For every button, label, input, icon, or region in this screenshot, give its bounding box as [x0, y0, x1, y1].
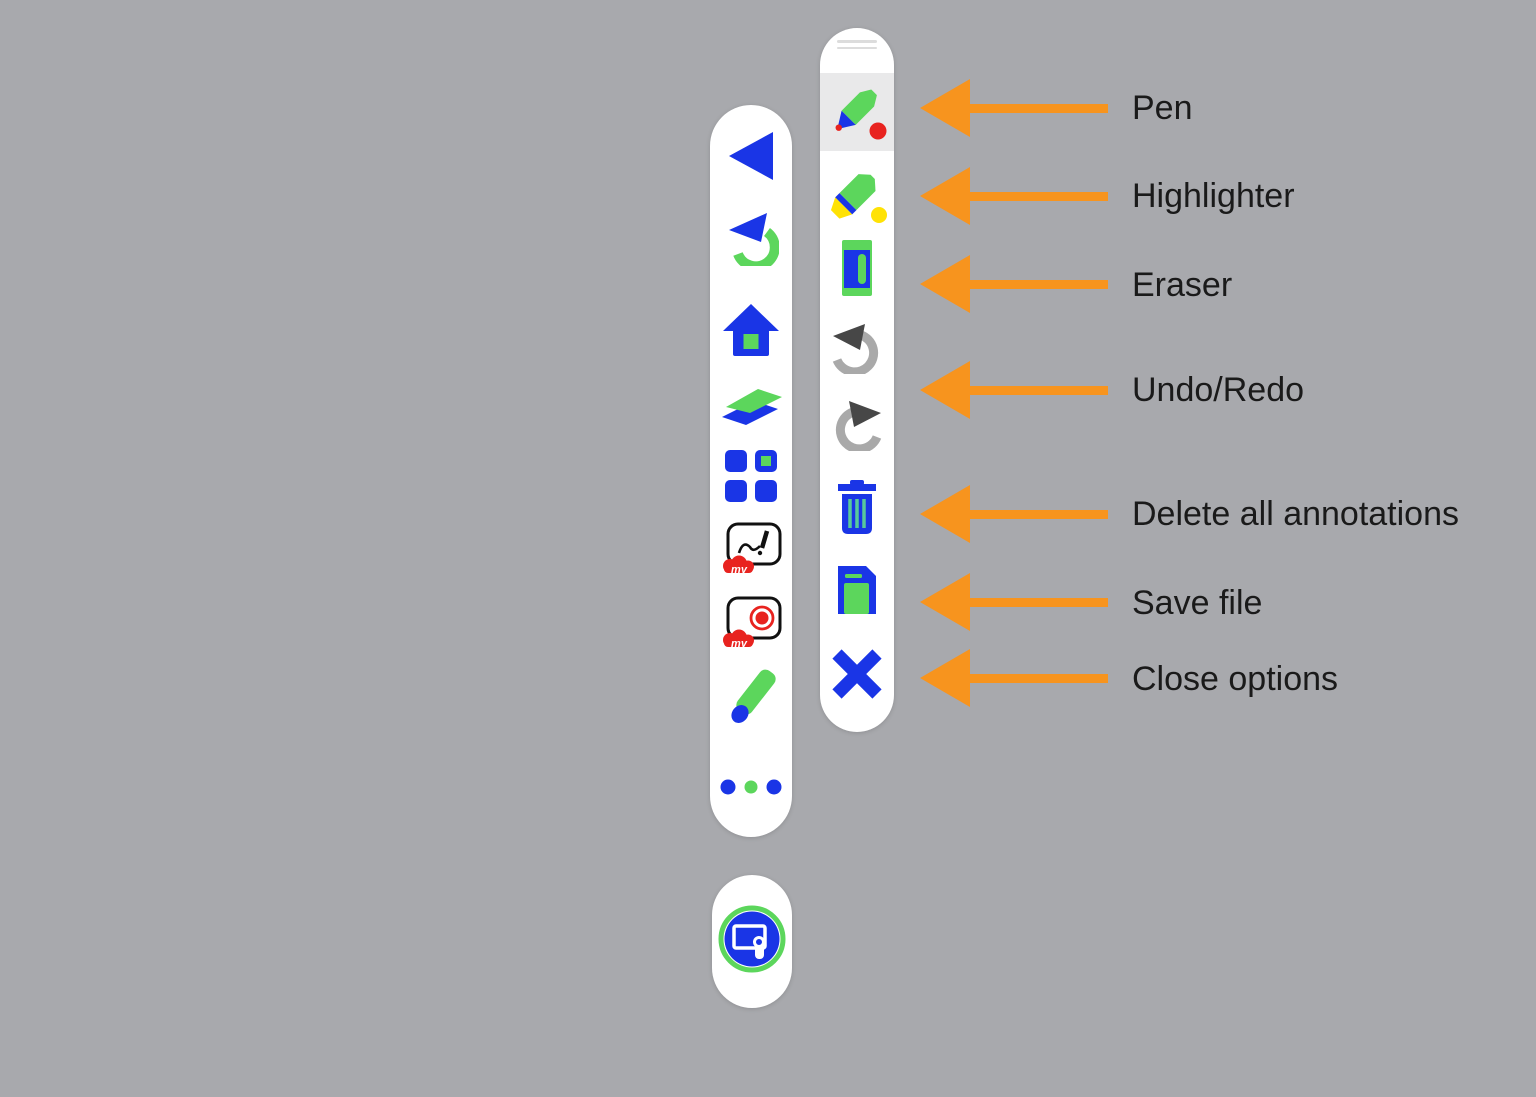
home-button[interactable] — [722, 303, 780, 357]
annotation-label-delete-all: Delete all annotations — [1132, 495, 1460, 533]
redo-button[interactable] — [820, 390, 894, 460]
callout-arrow-save — [920, 573, 1108, 631]
callout-arrow-close — [920, 649, 1108, 707]
my-whiteboard-button[interactable]: my — [719, 522, 783, 576]
touch-screen-icon — [718, 905, 786, 973]
my-cloud-badge: my — [723, 555, 754, 576]
trash-icon — [838, 480, 876, 534]
highlighter-icon — [830, 174, 887, 223]
undo-arc-icon — [729, 213, 779, 266]
annotation-label-close: Close options — [1132, 660, 1339, 698]
grid-icon — [725, 450, 777, 502]
close-button[interactable] — [820, 639, 894, 709]
drag-handle-icon[interactable] — [837, 40, 877, 51]
pen-options-toolbar — [820, 28, 894, 732]
svg-text:my: my — [731, 638, 748, 650]
layers-button[interactable] — [720, 383, 782, 427]
more-options-button[interactable] — [720, 779, 782, 795]
apps-grid-button[interactable] — [725, 450, 777, 502]
save-button[interactable] — [820, 555, 894, 625]
ellipsis-icon — [720, 779, 782, 795]
my-cloud-badge: my — [723, 629, 754, 650]
triangle-left-icon — [729, 132, 773, 180]
delete-all-button[interactable] — [820, 473, 894, 543]
highlighter-button[interactable] — [820, 161, 894, 231]
back-button[interactable] — [727, 130, 775, 182]
callout-arrow-eraser — [920, 255, 1108, 313]
redo-icon — [835, 401, 882, 451]
pen-icon — [835, 89, 887, 140]
annotation-label-save-file: Save file — [1132, 584, 1263, 622]
whiteboard-icon: my — [723, 522, 782, 576]
eraser-button[interactable] — [820, 233, 894, 303]
pen-tool-button[interactable] — [721, 663, 781, 739]
pen-color-dot — [869, 122, 887, 140]
highlighter-color-dot — [871, 207, 887, 223]
touch-toggle-button[interactable] — [717, 904, 787, 974]
close-icon — [832, 649, 882, 699]
eraser-icon — [842, 240, 872, 296]
callout-arrow-pen — [920, 79, 1108, 137]
undo-button[interactable] — [723, 210, 779, 266]
callout-arrow-delete-all — [920, 485, 1108, 543]
pencil-icon — [731, 669, 776, 723]
annotation-label-eraser: Eraser — [1132, 266, 1233, 304]
undo-button[interactable] — [820, 313, 894, 383]
annotation-label-highlighter: Highlighter — [1132, 177, 1295, 215]
callout-arrow-highlighter — [920, 167, 1108, 225]
my-record-button[interactable]: my — [719, 596, 783, 650]
svg-text:my: my — [731, 564, 748, 576]
undo-icon — [832, 324, 879, 374]
save-icon — [838, 566, 876, 614]
layers-icon — [722, 389, 782, 425]
main-toolbar: my my — [710, 105, 792, 837]
annotation-label-undo-redo: Undo/Redo — [1132, 371, 1305, 409]
annotation-label-pen: Pen — [1132, 89, 1193, 127]
callout-arrow-undo-redo — [920, 361, 1108, 419]
record-icon: my — [723, 596, 782, 650]
home-icon — [723, 304, 779, 356]
pen-button[interactable] — [820, 73, 894, 151]
floating-toolbar — [712, 875, 792, 1008]
